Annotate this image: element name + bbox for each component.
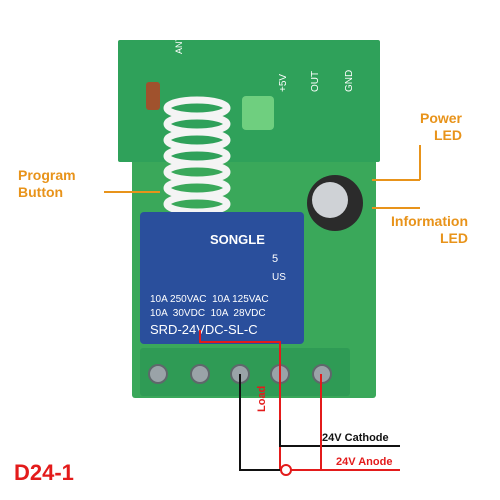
information-led-callout: Information LED (362, 213, 468, 247)
wiring (199, 330, 400, 471)
program-button-callout: Program Button (18, 167, 118, 201)
load-label: Load (256, 385, 268, 412)
program-button-line2: Button (18, 184, 64, 200)
power-led-line1: Power (419, 110, 462, 126)
relay-mark-5: 5 (272, 253, 278, 265)
power-led-callout: Power LED (380, 110, 462, 144)
module-component (242, 96, 274, 130)
power-led-line2: LED (434, 127, 462, 143)
anode-label: 24V Anode (336, 456, 393, 468)
model-label: D24-1 (14, 460, 74, 485)
information-led-line1: Information (391, 213, 468, 229)
relay (140, 212, 304, 344)
relay-model: SRD-24VDC-SL-C (150, 322, 258, 337)
relay-brand: SONGLE (210, 232, 265, 247)
load-symbol (280, 464, 292, 476)
pin-label-5v: +5V (278, 74, 289, 92)
information-led-line2: LED (440, 230, 468, 246)
antenna-text: ANT (174, 35, 184, 54)
pin-label-out: OUT (310, 71, 321, 92)
capacitor-top (312, 182, 348, 218)
relay-rating-2: 10A 30VDC 10A 28VDC (150, 308, 266, 319)
inductor-coil (146, 82, 160, 110)
terminal-screws (148, 364, 332, 384)
relay-mark-us: US (272, 272, 286, 283)
callout-lines (104, 145, 421, 209)
relay-rating-1: 10A 250VAC 10A 125VAC (150, 294, 269, 305)
cathode-label: 24V Cathode (322, 432, 389, 444)
program-button-line1: Program (18, 167, 76, 183)
pin-label-gnd: GND (344, 70, 355, 92)
